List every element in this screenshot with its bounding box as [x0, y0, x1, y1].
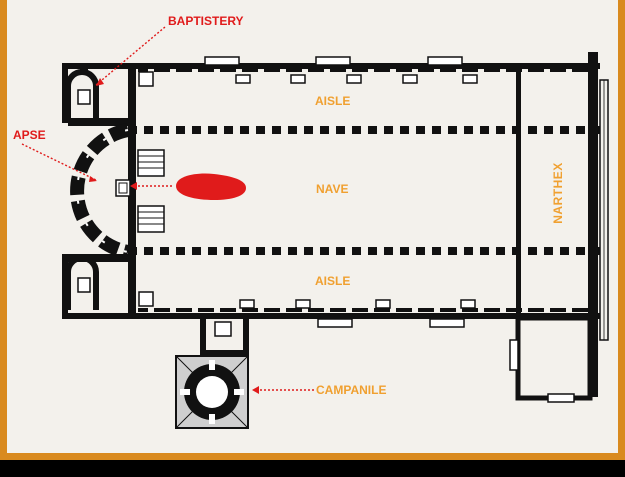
- main-apse: [70, 123, 131, 259]
- south-wall: [80, 299, 600, 328]
- south-colonnade: [130, 247, 600, 255]
- label-aisle-north: AISLE: [315, 94, 351, 108]
- label-baptistery: BAPTISTERY: [168, 14, 244, 28]
- label-nave: NAVE: [316, 182, 349, 196]
- campanile-link: [200, 319, 249, 355]
- baptistery-structure: [65, 69, 154, 126]
- south-chapel: [65, 254, 154, 310]
- arrow-heads: [89, 78, 259, 394]
- north-wall: [130, 56, 600, 72]
- north-colonnade: [130, 126, 600, 134]
- altar-marker: [176, 173, 246, 200]
- campanile-tower: [175, 355, 249, 429]
- annotation-arrows: [21, 26, 314, 391]
- label-apse: APSE: [13, 128, 46, 142]
- chancel-steps: [137, 149, 165, 233]
- label-aisle-south: AISLE: [315, 274, 351, 288]
- north-aisle-windows: [235, 74, 478, 84]
- label-narthex: NARTHEX: [550, 162, 565, 224]
- narthex-structure: [509, 52, 609, 403]
- label-campanile: CAMPANILE: [316, 383, 387, 397]
